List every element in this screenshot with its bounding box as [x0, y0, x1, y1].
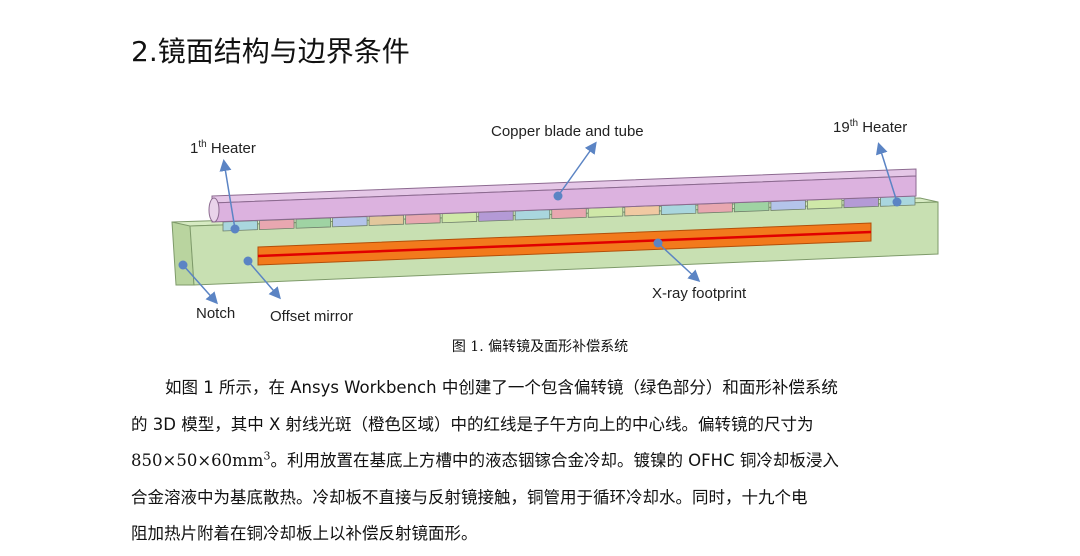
notch-label: Notch [196, 305, 236, 322]
heater-last-arrow [875, 142, 898, 203]
xray-arrow [657, 242, 701, 283]
copper-blade-label: Copper blade and tube [491, 123, 644, 140]
figure-caption: 图 1. 偏转镜及面形补偿系统 [451, 339, 629, 355]
heater-block [587, 206, 624, 218]
xray-footprint-label: X-ray footprint [652, 285, 747, 302]
heater-block [770, 199, 806, 211]
section-heading: 2.镜面结构与边界条件 [131, 35, 410, 68]
paragraph-line: 的 3D 模型，其中 X 射线光斑（橙色区域）中的红线是子午方向上的中心线。偏转… [131, 414, 814, 434]
paragraph-line: 850×50×60mm3。利用放置在基底上方槽中的液态铟镓合金冷却。镀镍的 OF… [131, 449, 839, 471]
heater-block [368, 214, 405, 226]
mirror-figure: 1th Heater Copper blade and tube 19th He… [150, 110, 950, 335]
heater-block [259, 218, 295, 231]
heater-block [624, 205, 660, 217]
body-paragraph: 如图 1 所示，在 Ansys Workbench 中创建了一个包含偏转镜（绿色… [131, 370, 951, 553]
copper-tube-end [208, 197, 220, 223]
heater-block [514, 209, 551, 221]
heater-block [551, 207, 587, 220]
offset-mirror-label: Offset mirror [270, 308, 354, 325]
heater-block [405, 213, 441, 225]
heater-block [697, 202, 733, 214]
last-heater-label: 19th Heater [833, 118, 908, 137]
paragraph-line: 如图 1 所示，在 Ansys Workbench 中创建了一个包含偏转镜（绿色… [165, 378, 838, 397]
heater-block [660, 203, 697, 215]
heater-block [332, 216, 368, 228]
heater-row [222, 195, 916, 232]
offset-arrow [247, 260, 281, 300]
heater-block [295, 217, 331, 229]
paragraph-line: 合金溶液中为基底散热。冷却板不直接与反射镜接触，铜管用于循环冷却水。同时，十九个… [131, 487, 808, 507]
copper-arrow [557, 141, 597, 197]
paragraph-line: 阻加热片附着在铜冷却板上以补偿反射镜面形。 [131, 524, 478, 543]
heater-block [441, 212, 478, 224]
heater-block [222, 220, 258, 232]
heater-first-arrow [219, 159, 236, 230]
mirror-diagram [171, 141, 939, 305]
heater-block [733, 201, 770, 213]
heater-block [478, 210, 514, 222]
first-heater-label: 1th Heater [190, 139, 256, 158]
notch-arrow [182, 264, 218, 305]
center-line [257, 230, 872, 258]
